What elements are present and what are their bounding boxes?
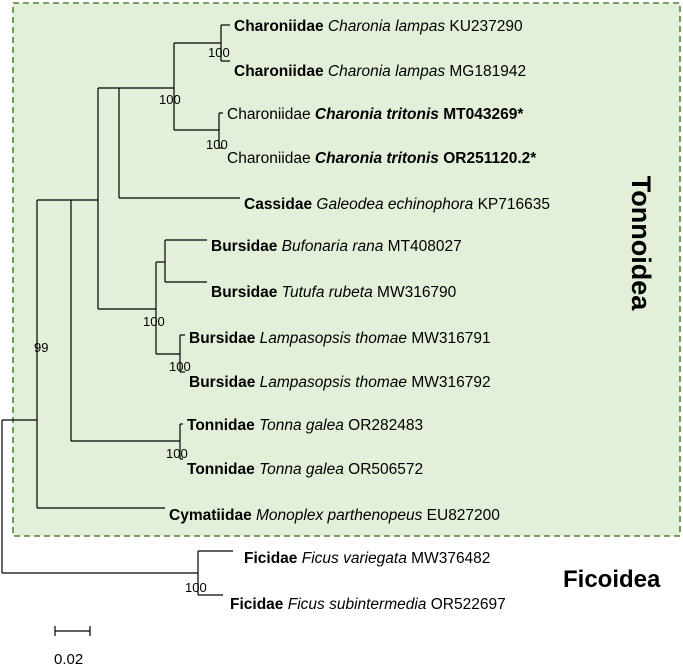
bootstrap-label: 99 xyxy=(34,340,48,355)
tip-label-highlighted: Charoniidae Charonia tritonis OR251120.2… xyxy=(227,150,537,167)
bootstrap-label: 100 xyxy=(143,314,165,329)
scale-bar xyxy=(54,626,91,636)
scale-bar-label: 0.02 xyxy=(54,651,83,667)
tree-branches xyxy=(1,24,240,596)
tip-label: Tonnidae Tonna galea OR282483 xyxy=(187,417,423,434)
bootstrap-label: 100 xyxy=(169,359,191,374)
tip-label: Tonnidae Tonna galea OR506572 xyxy=(187,461,423,478)
tip-label: Cassidae Galeodea echinophora KP716635 xyxy=(244,196,550,213)
tonnoidea-clade-box xyxy=(12,2,681,537)
tip-label: Bursidae Lampasopsis thomae MW316792 xyxy=(189,374,491,391)
tip-label: Ficidae Ficus subintermedia OR522697 xyxy=(230,596,506,613)
clade-label-tonnoidea: Tonnoidea xyxy=(626,176,656,311)
tip-label: Charoniidae Charonia lampas MG181942 xyxy=(234,63,526,80)
bootstrap-label: 100 xyxy=(159,92,181,107)
bootstrap-label: 100 xyxy=(208,45,230,60)
tip-label: Ficidae Ficus variegata MW376482 xyxy=(244,550,490,567)
tip-label: Bursidae Tutufa rubeta MW316790 xyxy=(211,284,457,301)
tip-label: Bursidae Bufonaria rana MT408027 xyxy=(211,238,462,255)
tip-label-highlighted: Charoniidae Charonia tritonis MT043269* xyxy=(227,106,524,123)
tip-label: Charoniidae Charonia lampas KU237290 xyxy=(234,18,523,35)
bootstrap-label: 100 xyxy=(166,446,188,461)
bootstrap-label: 100 xyxy=(206,137,228,152)
clade-label-ficoidea: Ficoidea xyxy=(563,566,661,593)
tip-label: Bursidae Lampasopsis thomae MW316791 xyxy=(189,330,491,347)
bootstrap-label: 100 xyxy=(185,580,207,595)
tip-label: Cymatiidae Monoplex parthenopeus EU82720… xyxy=(169,507,500,524)
